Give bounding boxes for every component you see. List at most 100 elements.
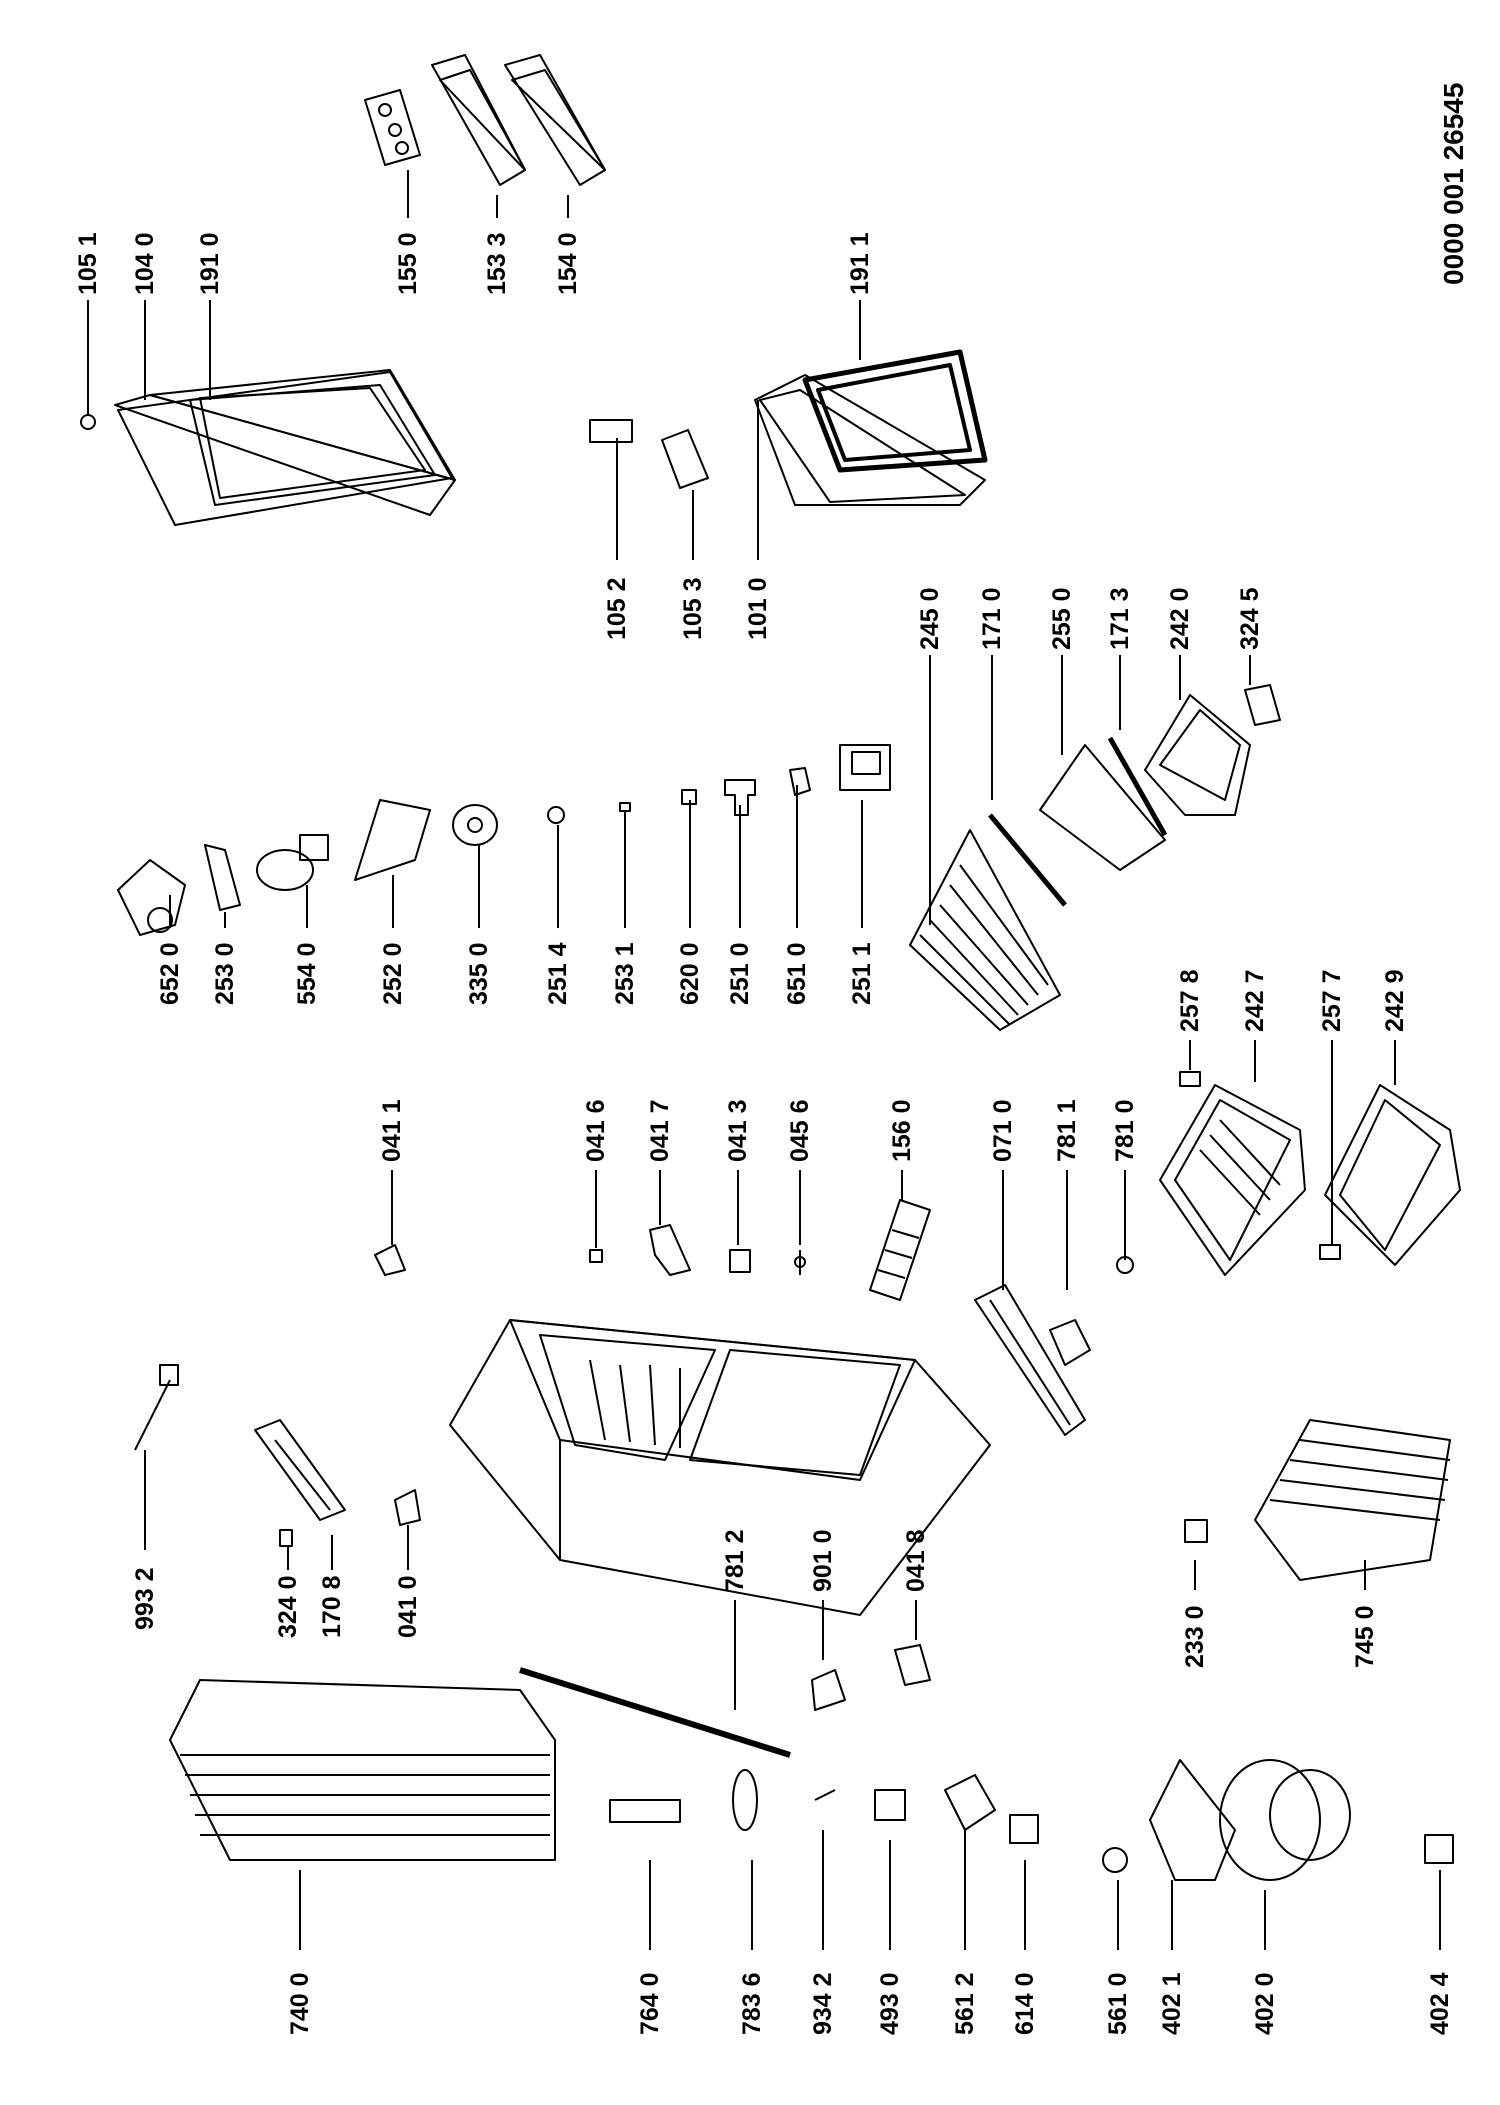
- callout-041-3: 041 3: [724, 1099, 752, 1245]
- small-clip: [619, 802, 631, 812]
- handle-cover: [1049, 1319, 1091, 1366]
- part-label: 493 0: [876, 1972, 904, 2035]
- part-label: 402 0: [1251, 1972, 1279, 2035]
- overload: [1009, 1814, 1039, 1844]
- part-label: 045 6: [786, 1099, 814, 1162]
- callout-781-1: 781 1: [1053, 1099, 1081, 1290]
- door-pin: [80, 414, 96, 430]
- capillary: [732, 1769, 758, 1831]
- clip: [279, 1529, 293, 1547]
- cover-panel: [254, 1419, 346, 1521]
- callout-402-1: 402 1: [1158, 1880, 1186, 2035]
- clip: [789, 767, 811, 796]
- callout-652-0: 652 0: [156, 895, 184, 1005]
- callout-171-0: 171 0: [978, 587, 1006, 800]
- callout-041-7: 041 7: [646, 1099, 674, 1225]
- condenser: [169, 1679, 556, 1861]
- cabinet: [449, 1319, 991, 1616]
- callout-561-2: 561 2: [951, 1830, 979, 2035]
- dryer: [609, 1799, 681, 1823]
- callout-233-0: 233 0: [1181, 1560, 1209, 1668]
- part-label: 191 0: [196, 232, 224, 295]
- part-label: 324 5: [1236, 587, 1264, 650]
- bracket: [374, 1244, 406, 1276]
- screw-cap: [1116, 1256, 1134, 1274]
- shelf-trim: [1107, 736, 1168, 837]
- part-label: 041 1: [378, 1099, 406, 1162]
- callout-255-0: 255 0: [1048, 587, 1076, 755]
- callout-045-6: 045 6: [786, 1099, 814, 1245]
- compressor: [1219, 1759, 1351, 1881]
- callout-901-0: 901 0: [809, 1529, 837, 1660]
- callout-402-4: 402 4: [1426, 1870, 1454, 2035]
- callout-153-3: 153 3: [483, 195, 511, 295]
- part-label: 171 3: [1106, 587, 1134, 650]
- part-label: 554 0: [293, 942, 321, 1005]
- callout-651-0: 651 0: [783, 785, 811, 1005]
- part-label: 620 0: [676, 942, 704, 1005]
- callout-253-0: 253 0: [211, 912, 239, 1005]
- part-label: 993 2: [131, 1567, 159, 1630]
- small-bracket: [589, 1249, 603, 1263]
- part-label: 171 0: [978, 587, 1006, 650]
- callout-257-8: 257 8: [1176, 969, 1204, 1070]
- callout-170-8: 170 8: [318, 1535, 346, 1638]
- control-housing: [839, 744, 891, 791]
- part-label: 561 2: [951, 1972, 979, 2035]
- part-label: 041 6: [582, 1099, 610, 1162]
- callout-245-0: 245 0: [916, 587, 944, 925]
- callout-105-1: 105 1: [74, 232, 102, 415]
- thermal-protector: [1102, 1847, 1128, 1873]
- callout-554-0: 554 0: [293, 885, 321, 1005]
- thermostat: [117, 859, 186, 936]
- bracket: [811, 1669, 846, 1711]
- part-label: 153 3: [483, 232, 511, 295]
- fridge-door: [114, 369, 456, 526]
- bulb-socket: [547, 806, 565, 824]
- part-label: 251 1: [848, 942, 876, 1005]
- part-label: 402 1: [1158, 1972, 1186, 2035]
- callout-154-0: 154 0: [554, 195, 582, 295]
- part-label: 155 0: [394, 232, 422, 295]
- part-label: 324 0: [274, 1575, 302, 1638]
- part-label: 154 0: [554, 232, 582, 295]
- switch: [681, 789, 697, 805]
- clamp: [814, 1789, 836, 1801]
- grommet: [1184, 1519, 1208, 1543]
- part-label: 255 0: [1048, 587, 1076, 650]
- compressor-bracket: [1149, 1759, 1236, 1881]
- callout-402-0: 402 0: [1251, 1890, 1279, 2035]
- hinge-cover: [661, 429, 709, 489]
- drawer: [1159, 1084, 1306, 1276]
- document-number: 0000 001 26545: [1438, 83, 1469, 285]
- callout-171-3: 171 3: [1106, 587, 1134, 730]
- part-label: 242 7: [1241, 969, 1269, 1032]
- relay: [874, 1789, 906, 1821]
- part-label: 156 0: [888, 1099, 916, 1162]
- drawer-clip: [1319, 1244, 1341, 1260]
- callout-242-7: 242 7: [1241, 969, 1269, 1082]
- part-label: 764 0: [636, 1972, 664, 2035]
- part-label: 242 0: [1166, 587, 1194, 650]
- drain-plug: [452, 804, 498, 846]
- callout-934-2: 934 2: [809, 1830, 837, 2035]
- part-label: 252 0: [379, 942, 407, 1005]
- condenser-bottom: [1254, 1419, 1451, 1581]
- part-label: 170 8: [318, 1575, 346, 1638]
- callout-071-0: 071 0: [989, 1099, 1017, 1290]
- callout-335-0: 335 0: [465, 845, 493, 1005]
- shelf-trim: [988, 813, 1067, 907]
- callout-783-6: 783 6: [738, 1860, 766, 2035]
- callout-242-0: 242 0: [1166, 587, 1194, 700]
- part-label: 781 0: [1111, 1099, 1139, 1162]
- callout-251-1: 251 1: [848, 800, 876, 1005]
- drawer-front: [1244, 684, 1281, 726]
- part-label: 041 7: [646, 1099, 674, 1162]
- part-label: 071 0: [989, 1099, 1017, 1162]
- hinge: [589, 419, 633, 443]
- part-label: 745 0: [1351, 1605, 1379, 1668]
- callout-745-0: 745 0: [1351, 1560, 1379, 1668]
- callout-252-0: 252 0: [379, 875, 407, 1005]
- callout-740-0: 740 0: [286, 1870, 314, 2035]
